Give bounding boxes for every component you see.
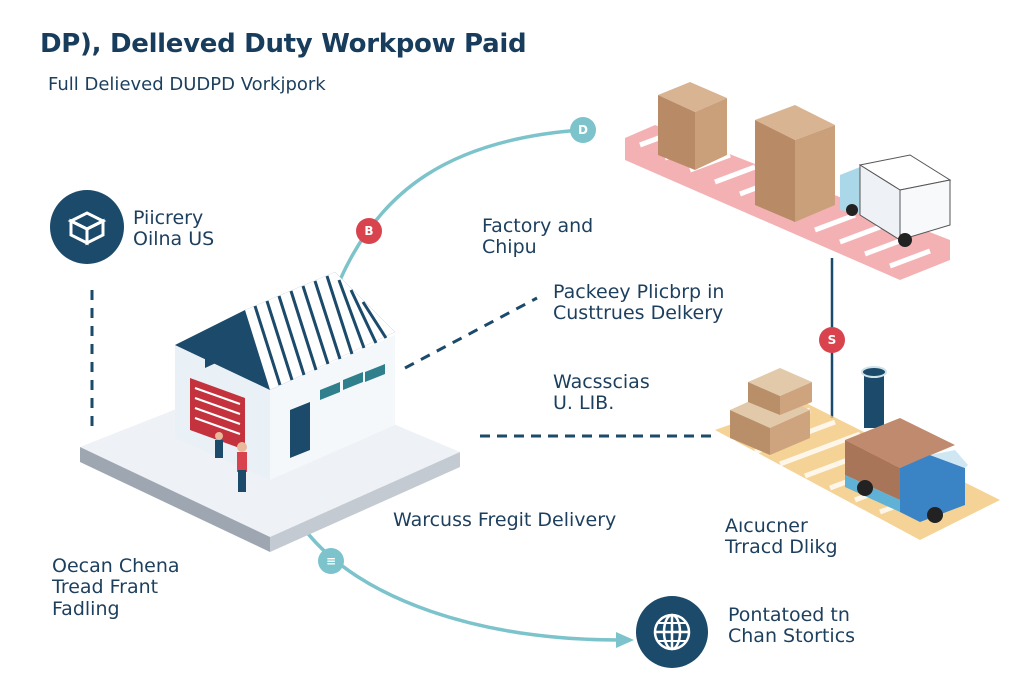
ocean-label-line1: Oecan Chena [52, 555, 180, 577]
freight-label: Warcuss Fregit Delivery [393, 509, 617, 531]
badge-b[interactable]: B [356, 218, 382, 244]
page-title: DP), Delleved Duty Workpow Paid [40, 29, 527, 59]
factory-label-line1: Factory and [482, 215, 594, 237]
origin-node-icon[interactable] [50, 190, 124, 264]
ocean-label-line2: Tread Frant [52, 576, 159, 599]
loading-zone-pink [625, 82, 952, 280]
badge-e[interactable]: ≡ [318, 548, 344, 574]
factory-label-line2: Chipu [482, 236, 537, 259]
package-label-line1: Packeey Plicbrp in [553, 281, 725, 303]
package-label-line2: Custtrues Delkery [553, 302, 724, 325]
factory-label: Factory and Chipu [482, 215, 594, 259]
badge-d[interactable]: D [570, 117, 596, 143]
origin-label-line2: Oilna US [133, 228, 215, 251]
ocean-label: Oecan Chena Tread Frant Fadling [52, 555, 180, 620]
wacsscias-label-line2: U. LIB. [553, 392, 615, 415]
arcucner-label-line2: Trracd Dlikg [725, 536, 838, 559]
destination-label-line2: Chan Stortics [728, 625, 856, 648]
destination-label: Pontatoed tn Chan Stortics [728, 604, 856, 648]
destination-node-icon[interactable] [636, 596, 708, 668]
loading-zone-yellow [715, 366, 1000, 540]
box-icon [67, 211, 107, 246]
warehouse-illustration [80, 272, 460, 552]
wacsscias-label: Wacsscias U. LIB. [553, 371, 650, 415]
globe-icon [653, 613, 691, 651]
badge-s[interactable]: S [819, 327, 845, 353]
wacsscias-label-line1: Wacsscias [553, 371, 650, 393]
connector-teal-top [338, 128, 581, 281]
origin-label-line1: Piicrery [133, 207, 204, 229]
arrowhead-icon [616, 632, 634, 648]
arcucner-label: Aıcucner Trracd Dlikg [725, 515, 838, 559]
ocean-label-line3: Fadling [52, 597, 120, 620]
connector-teal-bottom [303, 528, 621, 642]
destination-label-line1: Pontatoed tn [728, 604, 850, 626]
arcucner-label-line1: Aıcucner [725, 515, 808, 537]
origin-label: Piicrery Oilna US [133, 207, 215, 251]
connector-dashed-diagonal [404, 296, 538, 370]
package-label: Packeey Plicbrp in Custtrues Delkery [553, 281, 725, 325]
page-subtitle: Full Delieved DUDPD Vorkjpork [48, 74, 326, 95]
